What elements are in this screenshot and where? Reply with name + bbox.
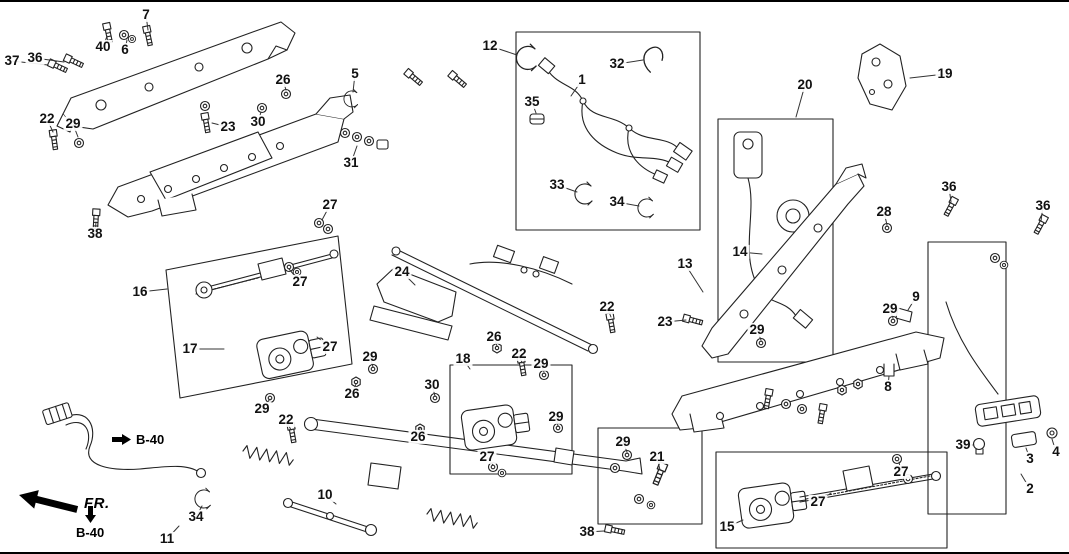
part-callout-30[interactable]: 30 <box>422 376 442 393</box>
fr-direction-marker: FR. <box>18 488 110 518</box>
part-callout-14[interactable]: 14 <box>730 243 750 260</box>
part-callout-15[interactable]: 15 <box>717 518 737 535</box>
part-callout-27[interactable]: 27 <box>320 338 340 355</box>
part-callout-22[interactable]: 22 <box>597 298 617 315</box>
arrow-right-icon <box>112 434 131 445</box>
part-callout-33[interactable]: 33 <box>547 176 567 193</box>
lower-seat-rail-left <box>107 94 354 218</box>
part-callout-19[interactable]: 19 <box>935 65 955 82</box>
part-callout-7[interactable]: 7 <box>140 6 152 23</box>
part-callout-20[interactable]: 20 <box>795 76 815 93</box>
part-callout-12[interactable]: 12 <box>480 37 500 54</box>
part-callout-23[interactable]: 23 <box>655 313 675 330</box>
center-adjuster <box>369 244 704 355</box>
part-callout-26[interactable]: 26 <box>484 328 504 345</box>
part-callout-22[interactable]: 22 <box>37 110 57 127</box>
part-callout-4[interactable]: 4 <box>1050 443 1062 460</box>
part-callout-29[interactable]: 29 <box>360 348 380 365</box>
part-callout-23[interactable]: 23 <box>218 118 238 135</box>
fastener-icons-top-left <box>46 21 468 235</box>
part-callout-26[interactable]: 26 <box>342 385 362 402</box>
part-callout-29[interactable]: 29 <box>546 408 566 425</box>
part-callout-22[interactable]: 22 <box>509 345 529 362</box>
upper-seat-rail-right <box>701 163 867 359</box>
part-callout-11[interactable]: 11 <box>157 530 177 547</box>
part-callout-29[interactable]: 29 <box>63 115 83 132</box>
part-callout-35[interactable]: 35 <box>522 93 542 110</box>
part-callout-26[interactable]: 26 <box>273 71 293 88</box>
slide-screw-assembly <box>195 249 339 299</box>
ref-label-b40-right: B-40 <box>136 432 165 447</box>
part-callout-1[interactable]: 1 <box>576 71 588 88</box>
part-callout-34[interactable]: 34 <box>186 508 206 525</box>
part-callout-10[interactable]: 10 <box>315 486 335 503</box>
part-callout-26[interactable]: 26 <box>408 428 428 445</box>
cable-assembly <box>42 402 211 510</box>
part-callout-21[interactable]: 21 <box>647 448 667 465</box>
torsion-bar <box>303 416 643 490</box>
part-callout-27[interactable]: 27 <box>320 196 340 213</box>
part-callout-36[interactable]: 36 <box>1033 197 1053 214</box>
part-callout-13[interactable]: 13 <box>675 255 695 272</box>
part-callout-38[interactable]: 38 <box>85 225 105 242</box>
seat-switch-assembly <box>945 252 1058 455</box>
part-callout-3[interactable]: 3 <box>1024 450 1036 467</box>
arrow-down-icon <box>84 506 96 523</box>
upper-seat-rail <box>56 21 296 133</box>
part-callout-16[interactable]: 16 <box>130 283 150 300</box>
part-callout-29[interactable]: 29 <box>747 321 767 338</box>
springs-and-rod <box>241 444 479 537</box>
fr-arrow-icon <box>19 490 79 513</box>
part-callout-29[interactable]: 29 <box>531 355 551 372</box>
part-callout-6[interactable]: 6 <box>119 41 131 58</box>
part-callout-27[interactable]: 27 <box>290 273 310 290</box>
part-callout-9[interactable]: 9 <box>910 288 922 305</box>
part-callout-34[interactable]: 34 <box>607 193 627 210</box>
part-callout-27[interactable]: 27 <box>477 448 497 465</box>
part-callout-29[interactable]: 29 <box>252 400 272 417</box>
part-callout-27[interactable]: 27 <box>808 493 828 510</box>
group-box-harness <box>165 31 1007 549</box>
part-callout-36[interactable]: 36 <box>939 178 959 195</box>
part-callout-31[interactable]: 31 <box>341 154 361 171</box>
part-callout-17[interactable]: 17 <box>180 340 200 357</box>
ref-link-b40-down[interactable]: B-40 <box>76 506 104 540</box>
ref-label-b40-down: B-40 <box>76 525 105 540</box>
part-callout-22[interactable]: 22 <box>276 411 296 428</box>
part-callout-27[interactable]: 27 <box>891 463 911 480</box>
part-callout-38[interactable]: 38 <box>577 523 597 540</box>
part-callout-5[interactable]: 5 <box>349 65 361 82</box>
part-callout-28[interactable]: 28 <box>874 203 894 220</box>
part-callout-39[interactable]: 39 <box>953 436 973 453</box>
corner-bracket <box>857 43 907 111</box>
wire-harness <box>515 43 693 219</box>
ref-link-b40-right[interactable]: B-40 <box>112 432 164 447</box>
part-callout-29[interactable]: 29 <box>613 433 633 450</box>
part-callout-36[interactable]: 36 <box>25 49 45 66</box>
part-callout-30[interactable]: 30 <box>248 113 268 130</box>
part-callout-2[interactable]: 2 <box>1024 480 1036 497</box>
part-callout-29[interactable]: 29 <box>880 300 900 317</box>
part-callout-8[interactable]: 8 <box>882 378 894 395</box>
part-callout-32[interactable]: 32 <box>607 55 627 72</box>
part-callout-24[interactable]: 24 <box>392 263 412 280</box>
part-callout-37[interactable]: 37 <box>2 52 22 69</box>
part-callout-18[interactable]: 18 <box>453 350 473 367</box>
part-callout-40[interactable]: 40 <box>93 38 113 55</box>
